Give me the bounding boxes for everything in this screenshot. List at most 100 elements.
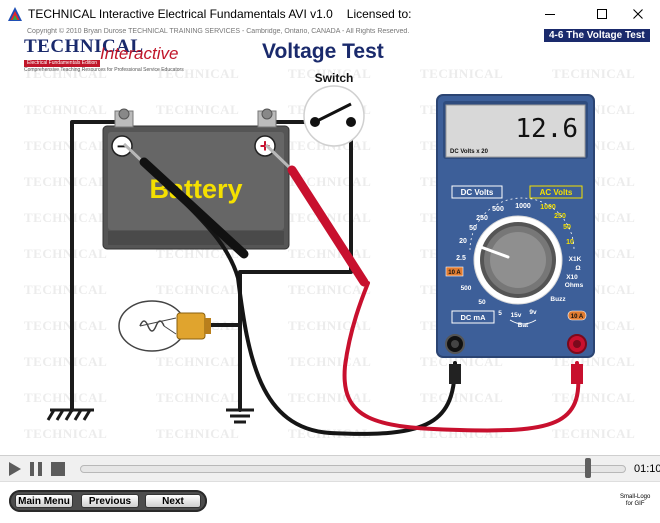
ohms-label: Ohms <box>565 282 584 289</box>
watermark-text: TECHNICAL <box>24 246 108 261</box>
batt-scale-15v: 15v <box>511 312 522 319</box>
red-test-lead[interactable] <box>264 143 583 433</box>
ma-scale-50: 50 <box>478 299 486 306</box>
negative-terminal-label: − <box>117 137 127 156</box>
watermark-text: TECHNICAL <box>24 426 108 441</box>
wire-switch-to-ground <box>238 122 353 412</box>
maximize-icon <box>597 9 607 19</box>
window-titlebar: TECHNICAL Interactive Electrical Fundame… <box>0 0 660 29</box>
dc-ma-label: DC mA <box>460 313 486 322</box>
logo-interactive: Interactive <box>100 44 179 63</box>
meter-display-mode: DC Volts x 20 <box>450 149 489 155</box>
technical-interactive-logo: TECHNICAL Interactive Electrical Fundame… <box>24 36 184 73</box>
watermark-text: TECHNICAL <box>24 318 108 333</box>
ma-scale-500: 500 <box>461 285 472 292</box>
watermark-text: TECHNICAL <box>24 102 108 117</box>
meter-display-value: 12.6 <box>515 114 578 144</box>
ground-symbol-right <box>226 408 254 424</box>
logo-technical: TECHNICAL <box>24 36 144 57</box>
small-logo-text: Small-Logo <box>620 494 651 500</box>
watermark-text: TECHNICAL <box>24 138 108 153</box>
ohms-symbol: Ω <box>575 265 580 272</box>
media-player-bar: 01:10 <box>0 455 660 482</box>
copyright-text: Copyright © 2010 Bryan Durose TECHNICAL … <box>27 28 410 35</box>
ohms-scale-x10: X10 <box>566 274 578 281</box>
ac-scale-50: 50 <box>563 224 571 231</box>
watermark-text: TECHNICAL <box>156 426 240 441</box>
watermark-text: TECHNICAL <box>552 66 636 81</box>
app-icon <box>8 7 22 21</box>
page-title: Voltage Test <box>262 40 384 63</box>
window-title-text: TECHNICAL Interactive Electrical Fundame… <box>28 7 333 21</box>
watermark-text: TECHNICAL <box>24 210 108 225</box>
dc-scale-250: 250 <box>476 215 488 222</box>
watermark-text: TECHNICAL <box>420 66 504 81</box>
dc-scale-1000: 1000 <box>515 203 531 210</box>
multimeter: 12.6 DC Volts x 20 DC Volts AC Volts 100… <box>436 94 595 358</box>
close-icon <box>633 9 643 19</box>
ohms-scale-x1k: X1K <box>569 256 582 263</box>
logo-tagline: Comprehensive Teaching Resources for Pro… <box>24 67 184 73</box>
window-title: TECHNICAL Interactive Electrical Fundame… <box>28 7 412 21</box>
batt-scale-9v: 9v <box>529 309 537 316</box>
navigation-area: Main Menu Previous Next Small-Logo for G… <box>0 481 660 523</box>
switch-label: Switch <box>315 71 354 85</box>
batt-label: Bat <box>518 322 529 329</box>
watermark-text: TECHNICAL <box>156 282 240 297</box>
watermark-text: TECHNICAL <box>552 390 636 405</box>
watermark-text: TECHNICAL <box>288 282 372 297</box>
negative-terminal: − <box>111 135 133 157</box>
lesson-badge: 4-6 The Voltage Test <box>544 29 650 42</box>
watermark-text: TECHNICAL <box>288 318 372 333</box>
buzz-label: Buzz <box>550 296 566 303</box>
minimize-button[interactable] <box>528 0 572 28</box>
navigation-button-group: Main Menu Previous Next <box>9 490 207 512</box>
ac-volts-label: AC Volts <box>540 188 573 197</box>
watermark-text: TECHNICAL <box>156 66 240 81</box>
main-menu-button[interactable]: Main Menu <box>15 494 73 508</box>
dc-scale-20: 20 <box>459 238 467 245</box>
small-logo-subtext: for GIF <box>625 501 645 507</box>
dc-scale-500: 500 <box>492 206 504 213</box>
watermark-text: TECHNICAL <box>156 246 240 261</box>
ma-scale-5: 5 <box>498 310 502 317</box>
battery <box>102 108 290 250</box>
switch[interactable] <box>303 85 365 147</box>
watermark-text: TECHNICAL <box>552 426 636 441</box>
circuit-diagram: Switch − + Battery <box>46 71 595 436</box>
dc-volts-label: DC Volts <box>461 188 494 197</box>
next-button[interactable]: Next <box>145 494 201 508</box>
watermark-text: TECHNICAL <box>24 174 108 189</box>
watermark-text: TECHNICAL <box>288 354 372 369</box>
ac-scale-1000: 1000 <box>540 204 556 211</box>
watermark-text: TECHNICAL <box>24 354 108 369</box>
light-bulb <box>118 300 211 352</box>
ac-scale-250: 250 <box>554 213 566 220</box>
logo-edition: Electrical Fundamentals Edition <box>24 60 101 67</box>
positive-terminal-label: + <box>260 136 271 156</box>
watermark-text: TECHNICAL <box>24 66 108 81</box>
watermark-text: TECHNICAL <box>288 66 372 81</box>
ground-wire-negative <box>70 120 126 412</box>
previous-button[interactable]: Previous <box>81 494 139 508</box>
watermark-text: TECHNICAL <box>24 282 108 297</box>
rotary-selector-dial[interactable] <box>473 215 563 305</box>
watermark-text: TECHNICAL <box>156 390 240 405</box>
ac-scale-10: 10 <box>566 239 574 246</box>
watermark-text: TECHNICAL <box>156 102 240 117</box>
minimize-icon <box>545 14 555 15</box>
positive-terminal: + <box>254 135 276 157</box>
pause-icon[interactable] <box>29 461 43 477</box>
ground-symbol-left <box>46 408 94 421</box>
close-button[interactable] <box>616 0 660 28</box>
play-icon[interactable] <box>8 461 22 477</box>
playback-time: 01:10 <box>634 463 660 475</box>
licensed-to-label: Licensed to: <box>346 7 412 21</box>
seek-bar[interactable] <box>80 465 626 473</box>
small-logo: Small-Logo for GIF <box>620 494 650 508</box>
seek-thumb[interactable] <box>584 458 591 478</box>
maximize-button[interactable] <box>580 0 624 28</box>
stop-icon[interactable] <box>50 461 66 477</box>
black-test-lead[interactable] <box>122 142 461 436</box>
